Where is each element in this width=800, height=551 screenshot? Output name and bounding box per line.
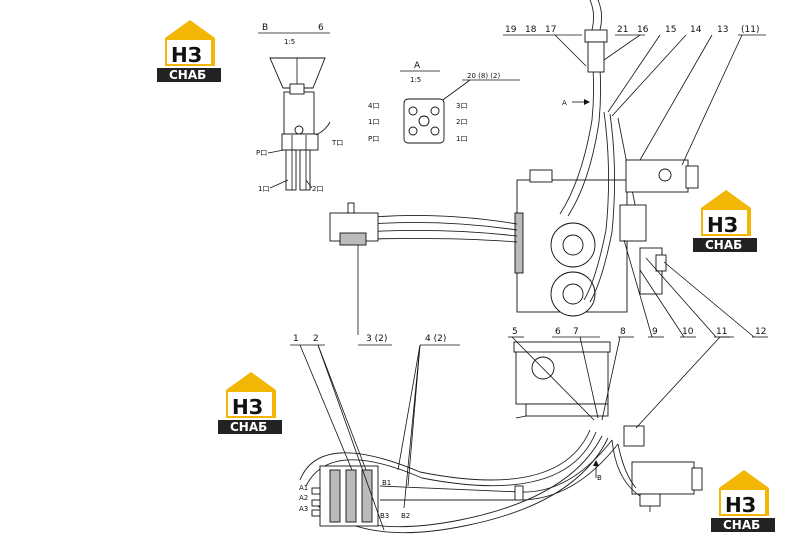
svg-text:16: 16	[637, 25, 649, 35]
svg-text:B: B	[262, 23, 268, 33]
svg-text:8: 8	[620, 327, 626, 337]
svg-text:A: A	[562, 99, 567, 107]
svg-text:17: 17	[545, 25, 556, 35]
svg-text:1:5: 1:5	[410, 76, 421, 84]
logo-left-bottom: НЗ СНАБ	[218, 372, 282, 434]
view-arrow-a: A	[562, 99, 590, 107]
upper-main-assembly	[329, 0, 699, 335]
svg-text:A2: A2	[299, 494, 308, 502]
svg-text:15: 15	[665, 25, 676, 35]
svg-text:5: 5	[512, 327, 518, 337]
svg-text:A: A	[414, 61, 421, 71]
svg-text:НЗ: НЗ	[725, 493, 756, 517]
svg-text:B: B	[597, 474, 602, 482]
callouts-top: 19 18 17 21 16 15 14 13 (11)	[503, 25, 766, 166]
svg-text:НЗ: НЗ	[171, 43, 202, 67]
svg-text:20 (8) (2): 20 (8) (2)	[467, 72, 500, 80]
svg-text:6: 6	[318, 23, 324, 33]
lower-main-assembly	[299, 341, 703, 534]
svg-text:12: 12	[755, 327, 766, 337]
svg-text:3口: 3口	[456, 102, 467, 110]
svg-text:2口: 2口	[312, 185, 323, 193]
svg-text:9: 9	[652, 327, 658, 337]
callouts-lower: 1 2 3 (2) 4 (2) 5 6 7 8	[290, 327, 734, 531]
svg-text:10: 10	[682, 327, 694, 337]
logo-top-left: НЗ СНАБ	[157, 20, 221, 82]
svg-text:1:5: 1:5	[284, 38, 295, 46]
svg-text:СНАБ: СНАБ	[230, 420, 267, 434]
svg-text:1口: 1口	[456, 135, 467, 143]
svg-text:СНАБ: СНАБ	[169, 68, 206, 82]
svg-text:1口: 1口	[258, 185, 269, 193]
valve-port-labels: A1 A2 A3 B1 B2 B3	[299, 479, 410, 520]
view-a-port-block: A 1:5 20 (8) (2) 4口 3口 1口 2口 P口 1口	[368, 61, 520, 144]
svg-text:СНАБ: СНАБ	[705, 238, 742, 252]
svg-text:2口: 2口	[456, 118, 467, 126]
svg-text:НЗ: НЗ	[707, 213, 738, 237]
svg-text:T口: T口	[331, 139, 343, 147]
logo-right-middle: НЗ СНАБ	[693, 190, 757, 252]
svg-text:P口: P口	[256, 149, 267, 157]
svg-text:3 (2): 3 (2)	[366, 334, 387, 344]
view-b-joystick: B 6 1:5 P口 T口 1口 2口	[256, 23, 343, 193]
svg-text:4口: 4口	[368, 102, 379, 110]
svg-text:1: 1	[293, 334, 299, 344]
svg-text:НЗ: НЗ	[232, 395, 263, 419]
svg-text:14: 14	[690, 25, 702, 35]
svg-text:21: 21	[617, 25, 628, 35]
svg-text:(11): (11)	[741, 25, 759, 35]
svg-text:P口: P口	[368, 135, 379, 143]
svg-text:1口: 1口	[368, 118, 379, 126]
view-arrow-b: B	[593, 460, 602, 482]
svg-text:B1: B1	[382, 479, 391, 487]
svg-text:B2: B2	[401, 512, 410, 520]
svg-text:A1: A1	[299, 484, 308, 492]
svg-text:13: 13	[717, 25, 728, 35]
svg-text:2: 2	[313, 334, 319, 344]
svg-text:4 (2): 4 (2)	[425, 334, 446, 344]
svg-text:B3: B3	[380, 512, 389, 520]
svg-text:СНАБ: СНАБ	[723, 518, 760, 532]
svg-text:18: 18	[525, 25, 537, 35]
svg-text:6: 6	[555, 327, 561, 337]
logo-bottom-right: НЗ СНАБ	[711, 470, 775, 532]
svg-text:11: 11	[716, 327, 727, 337]
svg-text:19: 19	[505, 25, 517, 35]
svg-text:A3: A3	[299, 505, 308, 513]
svg-text:7: 7	[573, 327, 579, 337]
